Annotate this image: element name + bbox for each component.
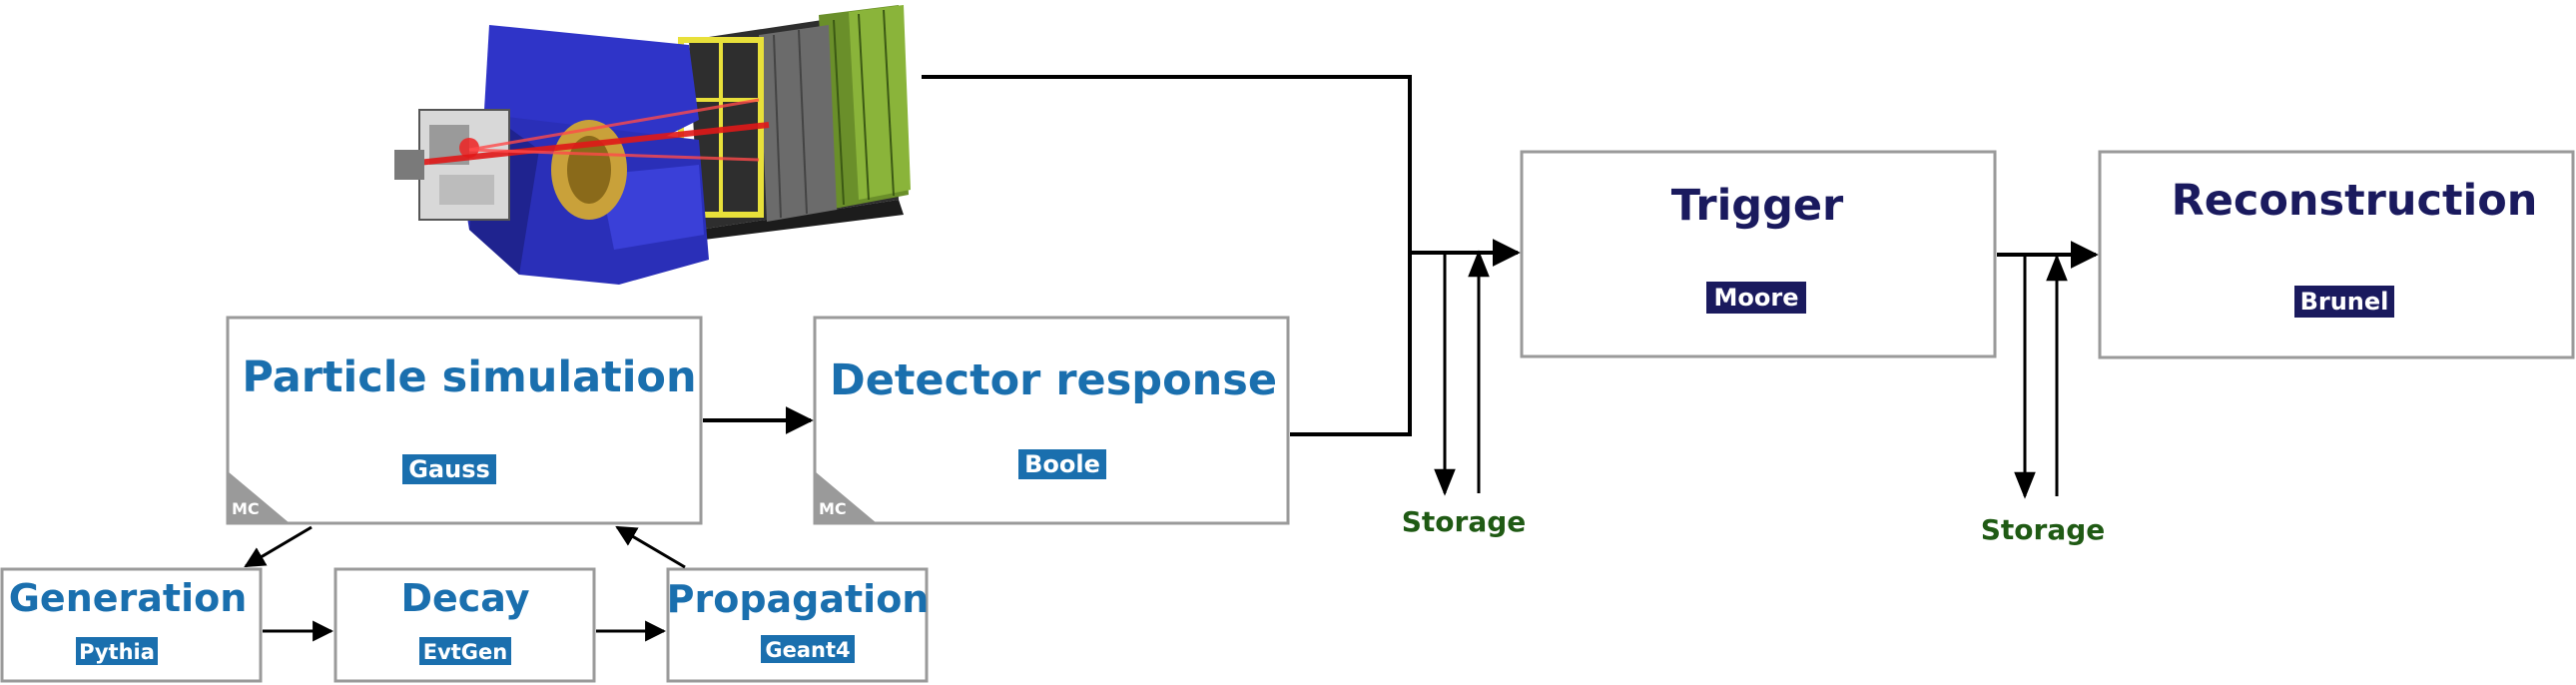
mc-corner-marker [228,471,290,523]
geant4-tag-bg [761,635,855,663]
moore-tag-bg [1706,282,1806,314]
gauss-tag: Gauss [408,455,490,483]
generation-title: Generation [9,576,248,620]
propagation-title: Propagation [667,577,930,621]
decay-box: Decay EvtGen [333,567,596,683]
brunel-tag-bg [2294,286,2394,318]
mc-label: MC [232,499,260,518]
gauss-tag-bg [402,454,496,484]
propagation-box: Propagation Geant4 [666,567,930,683]
evtgen-tag-bg [419,637,511,665]
detector-response-box: MC Detector response Boole [813,316,1290,525]
arrow-simulation-to-generation [244,525,313,568]
brunel-tag: Brunel [2300,288,2389,316]
trigger-title: Trigger [1671,181,1844,231]
particle-simulation-title: Particle simulation [242,352,696,402]
trigger-box: Trigger Moore [1520,150,1997,358]
line-detector-image-to-trigger [922,75,1412,253]
moore-tag: Moore [1714,284,1799,312]
reconstruction-title: Reconstruction [2172,176,2538,226]
lhcb-detector-illustration [394,5,911,285]
mc-label: MC [819,499,847,518]
line-detector-response-to-trigger [1290,253,1412,436]
storage-label-2: Storage [1981,513,2106,546]
storage-label-1: Storage [1402,505,1527,538]
evtgen-tag: EvtGen [423,640,508,664]
geant4-tag: Geant4 [765,638,850,662]
pythia-tag: Pythia [79,640,155,664]
detector-response-title: Detector response [830,355,1277,405]
mc-corner-marker [815,471,877,523]
boole-tag-bg [1018,449,1106,479]
boole-tag: Boole [1024,450,1100,478]
particle-simulation-box: MC Particle simulation Gauss [226,316,703,525]
arrow-propagation-to-simulation [615,525,686,569]
pythia-tag-bg [76,637,158,665]
connectors [244,75,2099,642]
decay-title: Decay [400,576,529,620]
generation-box: Generation Pythia [0,567,263,683]
reconstruction-box: Reconstruction Brunel [2098,150,2575,359]
